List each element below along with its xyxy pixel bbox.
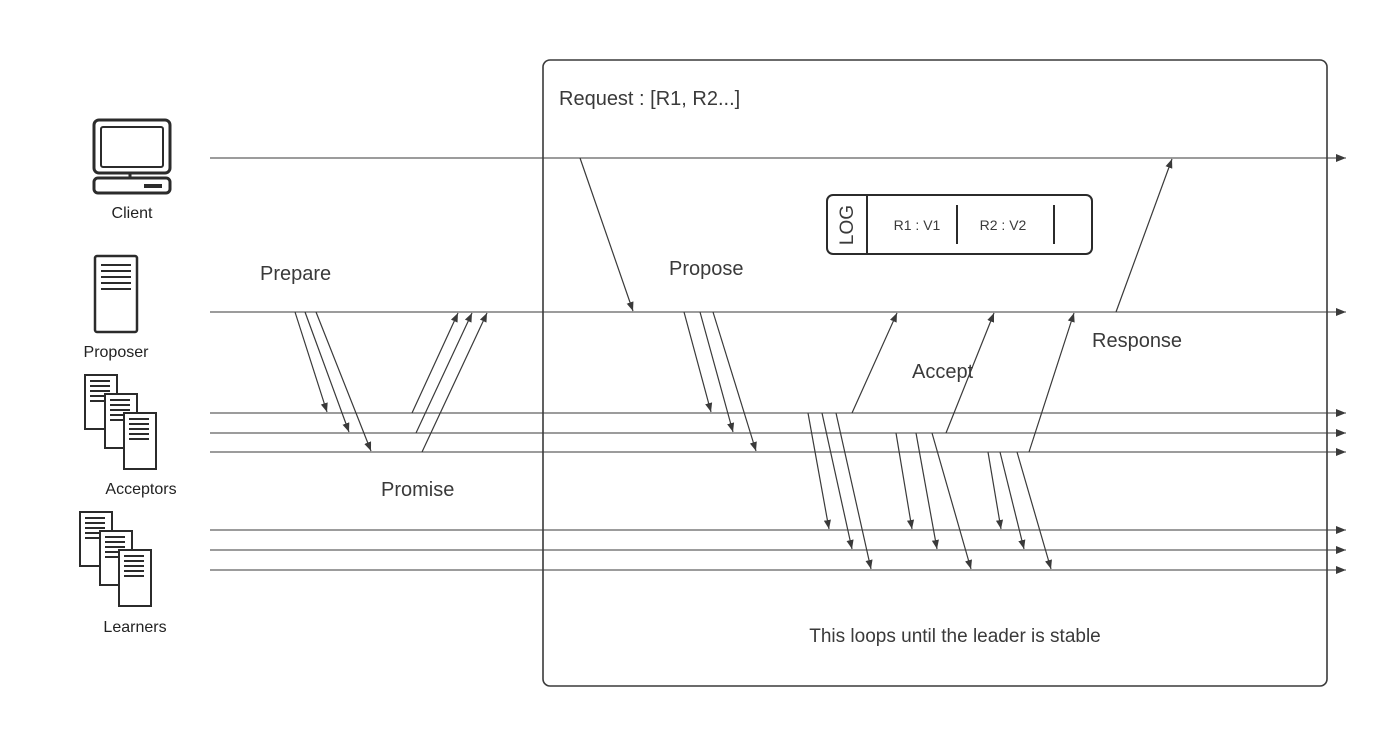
messages	[294, 157, 1173, 570]
accept-label: Accept	[912, 361, 974, 383]
log-entry-2: R2 : V2	[980, 217, 1027, 233]
response-message-arrow	[1115, 158, 1173, 313]
promise-label: Promise	[381, 479, 454, 501]
request-message-arrow	[579, 157, 634, 312]
timelines	[210, 154, 1346, 574]
prepare-message-arrow	[304, 311, 350, 433]
accept-message-arrow	[851, 312, 898, 414]
propose-label: Propose	[669, 258, 744, 280]
prepare-message-arrow	[294, 311, 328, 413]
learn-message-arrow	[835, 412, 873, 570]
promise-message-arrow	[415, 312, 473, 434]
propose-message-arrow	[712, 311, 757, 452]
prepare-label: Prepare	[260, 263, 331, 285]
document-stack-icon	[79, 511, 152, 607]
computer-monitor-icon	[92, 118, 172, 195]
proposer-label: Proposer	[84, 344, 150, 361]
learn-message-arrow	[1016, 451, 1052, 570]
log-title: LOG	[837, 205, 858, 245]
learn-message-arrow	[931, 432, 972, 570]
server-tower-icon	[93, 254, 139, 334]
propose-message-arrow	[683, 311, 713, 413]
acceptors-label: Acceptors	[105, 481, 176, 498]
learn-message-arrow	[895, 432, 915, 530]
learn-message-arrow	[821, 412, 854, 550]
accept-message-arrow	[945, 312, 995, 434]
propose-message-arrow	[699, 311, 735, 433]
log-entry-1: R1 : V1	[894, 217, 941, 233]
learners-label: Learners	[103, 619, 166, 636]
prepare-message-arrow	[315, 311, 372, 452]
learn-message-arrow	[999, 451, 1026, 550]
request-label: Request : [R1, R2...]	[559, 88, 740, 110]
log-box: LOG R1 : V1 R2 : V2	[826, 194, 1093, 255]
accept-message-arrow	[1028, 312, 1075, 453]
promise-message-arrow	[421, 312, 488, 453]
promise-message-arrow	[411, 312, 459, 414]
document-stack-icon	[84, 374, 157, 470]
response-label: Response	[1092, 330, 1182, 352]
learn-message-arrow	[915, 432, 939, 550]
loop-box	[542, 59, 1328, 687]
client-label: Client	[112, 205, 153, 222]
learn-message-arrow	[807, 412, 831, 530]
learn-message-arrow	[987, 451, 1004, 530]
loop-footer-label: This loops until the leader is stable	[809, 626, 1101, 647]
